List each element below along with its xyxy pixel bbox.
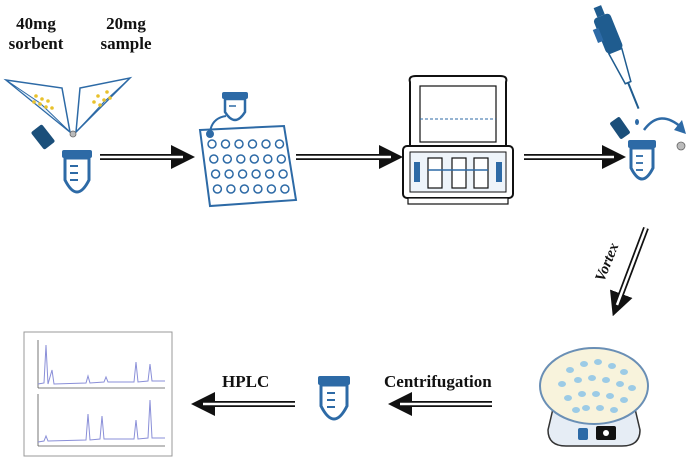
plate-well xyxy=(261,139,271,149)
shaker-dot xyxy=(578,391,586,397)
shaker-dot xyxy=(620,369,628,375)
plate-well xyxy=(239,184,250,194)
plate-well xyxy=(247,139,258,149)
shaker-dot xyxy=(574,377,582,383)
plate-well xyxy=(276,154,287,164)
vortex-shaker-icon xyxy=(539,347,649,447)
shaker-dot xyxy=(616,381,624,387)
shaker-dot xyxy=(592,391,600,397)
plate-well xyxy=(278,169,288,179)
plate-well xyxy=(237,169,248,179)
plate-well xyxy=(249,154,260,164)
shaker-dot xyxy=(620,397,628,403)
sorbent-label: 40mg sorbent xyxy=(0,14,72,54)
shaker-dot xyxy=(588,375,596,381)
plate-well xyxy=(274,139,285,149)
shaker-dot xyxy=(564,395,572,401)
shaker-dot xyxy=(608,363,616,369)
plate-well xyxy=(220,139,231,149)
shaker-dot xyxy=(572,407,580,413)
sorbent-text: sorbent xyxy=(8,34,64,53)
weighing-papers-icon xyxy=(3,76,133,138)
plate-well xyxy=(251,169,261,179)
plate-well xyxy=(234,139,244,149)
shaker-dot xyxy=(610,407,618,413)
shaker-dot xyxy=(582,405,590,411)
extraction-device-icon xyxy=(402,75,514,205)
hplc-label: HPLC xyxy=(222,372,270,391)
shaker-dot xyxy=(628,385,636,391)
plate-well xyxy=(226,184,236,194)
plate-well xyxy=(212,184,223,194)
shaker-dot xyxy=(606,393,614,399)
shaker-dot xyxy=(596,405,604,411)
plate-well xyxy=(207,139,217,149)
plate-well xyxy=(280,184,290,194)
plate-icon xyxy=(198,92,298,208)
sample-amount: 20mg xyxy=(106,14,146,33)
plate-well xyxy=(222,154,233,164)
arrow-vortex xyxy=(609,226,649,317)
centrifugation-label: Centrifugation xyxy=(384,372,492,391)
shaker-dot xyxy=(558,381,566,387)
plate-well xyxy=(236,154,246,164)
plate-well xyxy=(263,154,273,164)
pipette-icon xyxy=(592,5,640,125)
plate-well xyxy=(266,184,277,194)
plate-well xyxy=(224,169,234,179)
shaker-dot xyxy=(602,377,610,383)
sample-label: 20mg sample xyxy=(90,14,162,54)
plate-well xyxy=(210,169,221,179)
shaker-dot xyxy=(580,361,588,367)
plate-well xyxy=(209,154,219,164)
microtube-icon xyxy=(318,376,350,421)
plate-well xyxy=(264,169,275,179)
microtube-icon xyxy=(610,117,686,181)
shaker-dot xyxy=(594,359,602,365)
chromatogram-icon xyxy=(23,331,173,457)
sample-text: sample xyxy=(100,34,152,53)
microtube-icon xyxy=(31,124,92,194)
sorbent-amount: 40mg xyxy=(16,14,56,33)
plate-well xyxy=(253,184,263,194)
shaker-dot xyxy=(566,367,574,373)
